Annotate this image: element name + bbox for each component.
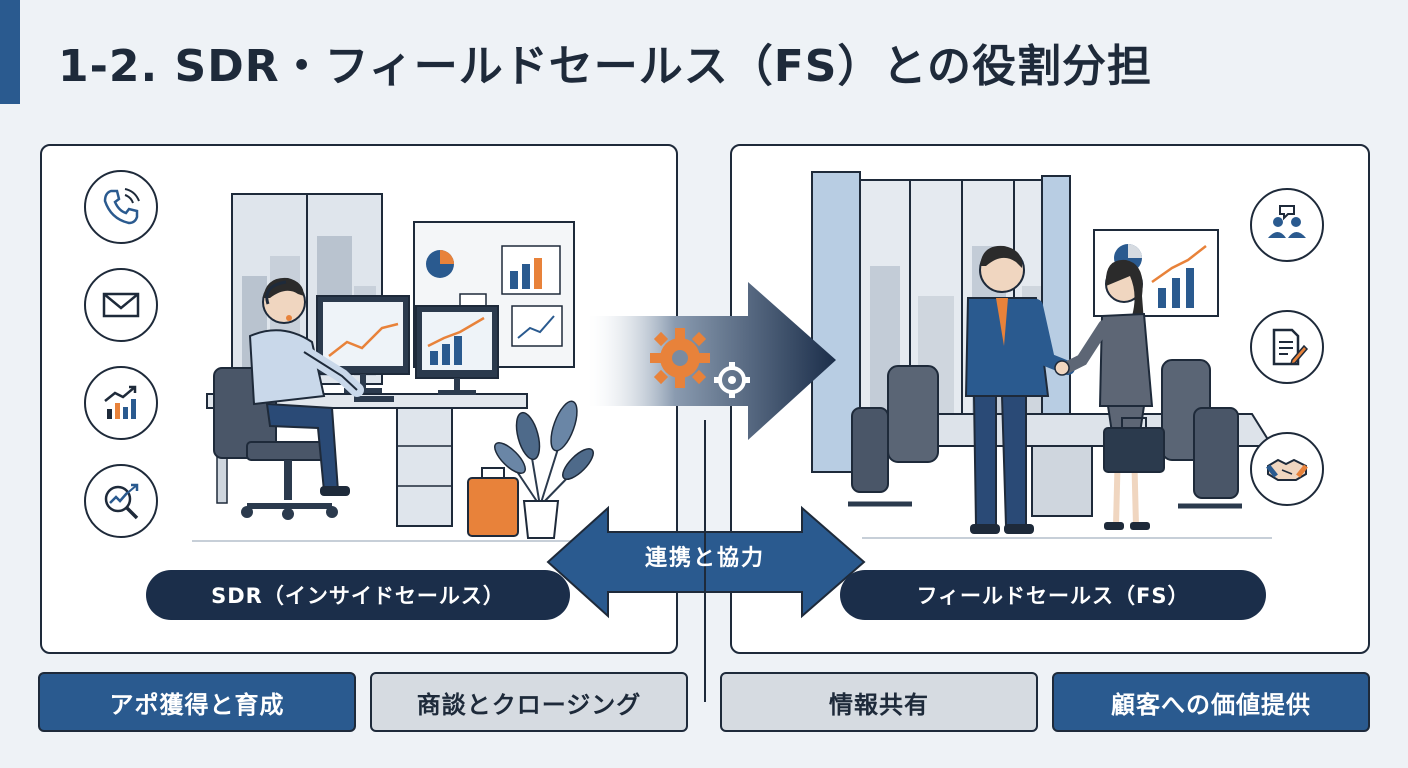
sdr-role-label: SDR（インサイドセールス） — [146, 570, 570, 620]
sdr-office-illustration — [192, 193, 602, 542]
process-arrow — [588, 282, 836, 440]
handshake-icon — [1250, 432, 1324, 506]
tag-appointment-nurturing: アポ獲得と育成 — [38, 672, 356, 732]
sdr-panel — [40, 144, 678, 654]
phone-icon — [84, 170, 158, 244]
title-accent-bar — [0, 0, 20, 104]
meeting-icon — [1250, 188, 1324, 262]
gear-icon — [650, 328, 710, 388]
search-analytics-icon — [84, 464, 158, 538]
tag-information-sharing: 情報共有 — [720, 672, 1038, 732]
tag-negotiation-closing: 商談とクロージング — [370, 672, 688, 732]
center-divider-line — [704, 420, 706, 702]
mail-icon — [84, 268, 158, 342]
fs-role-label: フィールドセールス（FS） — [840, 570, 1266, 620]
small-gear-icon — [714, 362, 750, 398]
fs-meeting-illustration — [811, 171, 1274, 539]
growth-chart-icon — [84, 366, 158, 440]
document-icon — [1250, 310, 1324, 384]
tag-customer-value: 顧客への価値提供 — [1052, 672, 1370, 732]
fs-panel — [730, 144, 1370, 654]
collaboration-label: 連携と協力 — [644, 546, 765, 571]
page-title: 1-2. SDR・フィールドセールス（FS）との役割分担 — [58, 41, 1153, 92]
collaboration-double-arrow — [546, 505, 866, 619]
